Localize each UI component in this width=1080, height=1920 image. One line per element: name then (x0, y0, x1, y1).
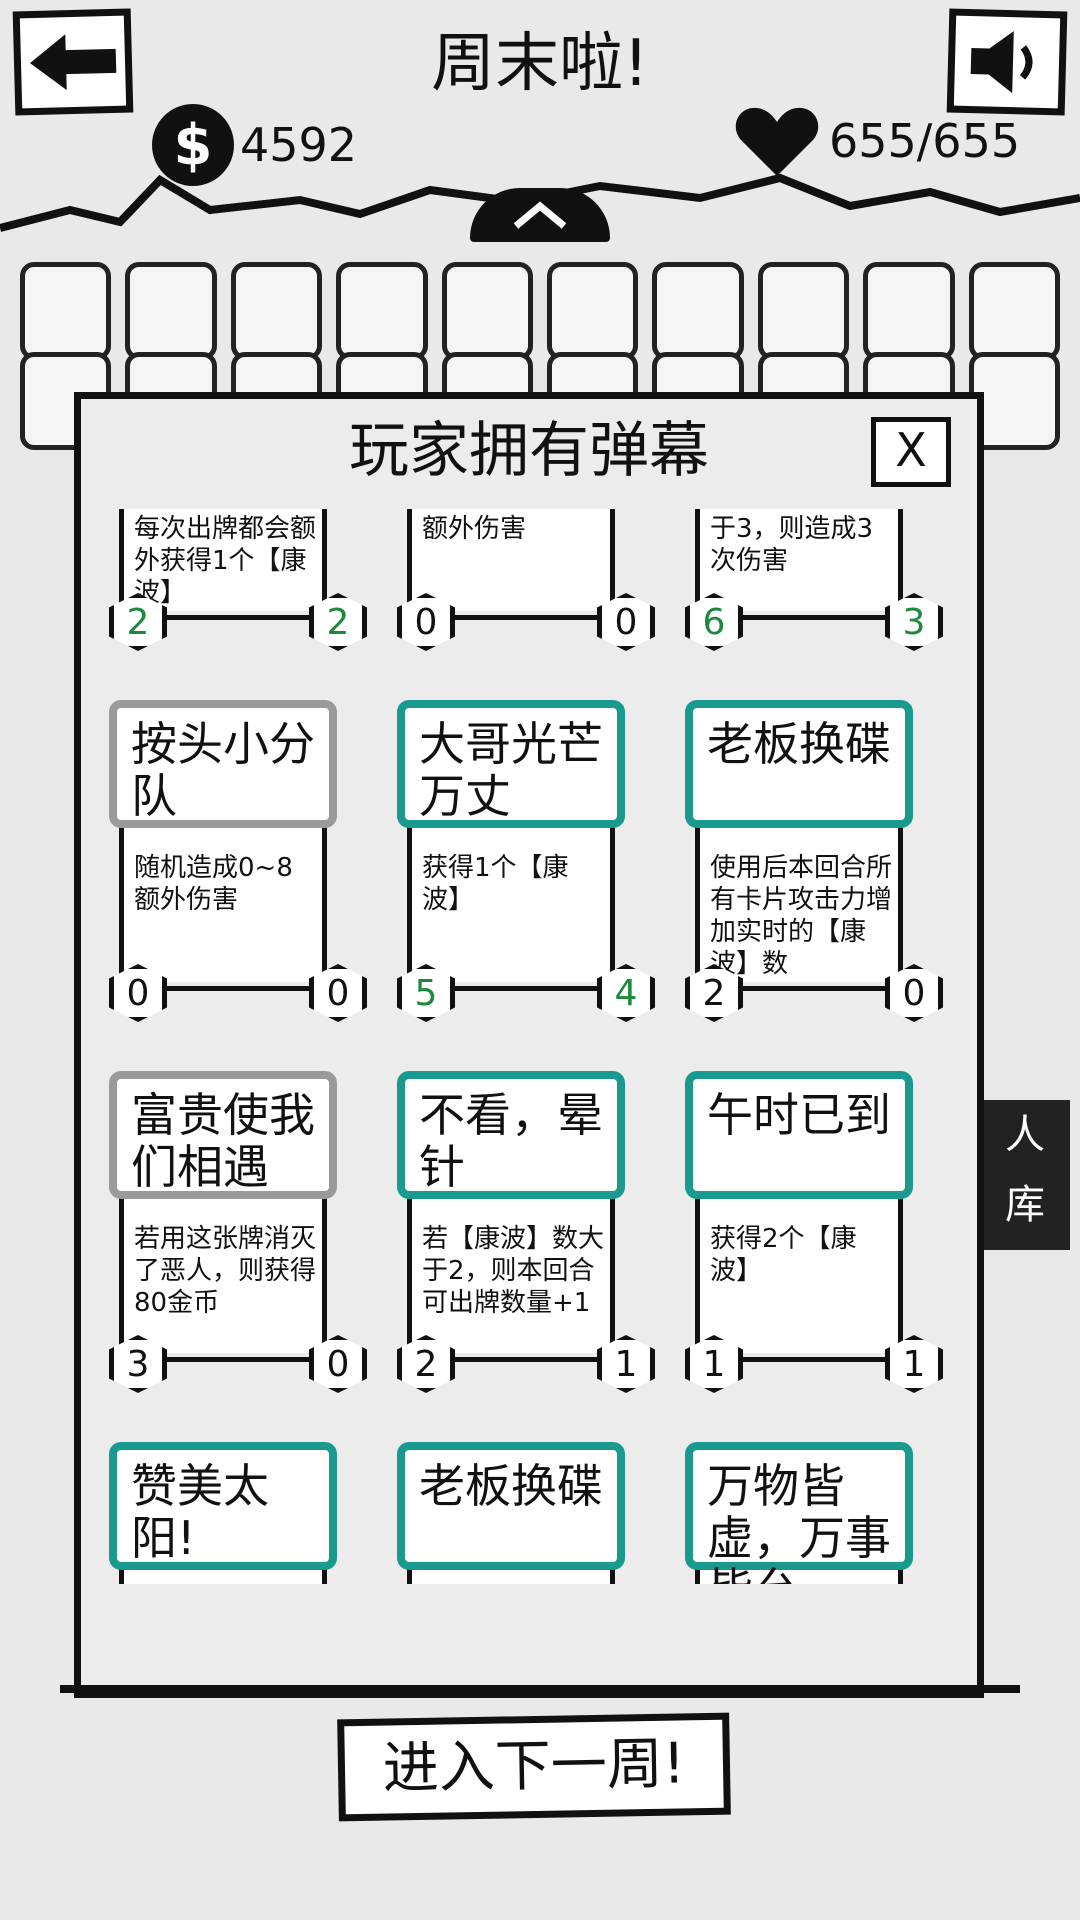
barrage-card[interactable]: 随机造成0~8额外伤害 0 0 (397, 509, 655, 666)
sound-button[interactable] (946, 8, 1068, 116)
card-title: 富贵使我们相遇 (109, 1071, 337, 1199)
card-description: 使用后本回合所有卡片攻击力增加实时的【康波】数 (407, 1566, 615, 1584)
card-description: 随机造成0~8额外伤害 (407, 509, 615, 611)
card-power-badge: 0 (309, 964, 367, 1022)
card-stat-bar (121, 986, 351, 991)
item-doodle (20, 262, 112, 360)
card-power-badge: 3 (885, 593, 943, 651)
card-grid: 使用后本场战斗每次出牌都会额外获得1个【康波】 2 2 随机造成0~8额外伤害 … (109, 509, 943, 1584)
speaker-icon (970, 31, 1033, 94)
barrage-card[interactable]: 随机造成0~8额外伤害 按头小分队 0 0 (109, 700, 367, 1037)
item-doodle (968, 262, 1061, 360)
item-doodle (441, 262, 534, 360)
item-doodle (125, 262, 217, 360)
mountain-divider (0, 173, 1080, 232)
card-description: 使用后本回合所有卡片攻击力增加实时的【康波】数 (695, 824, 903, 982)
card-scroll-area[interactable]: 使用后本场战斗每次出牌都会额外获得1个【康波】 2 2 随机造成0~8额外伤害 … (81, 509, 977, 1584)
card-title: 大哥光芒万丈 (397, 700, 625, 828)
card-cost-badge: 5 (397, 964, 455, 1022)
arrow-left-icon (30, 34, 117, 91)
card-cost-badge: 2 (685, 964, 743, 1022)
card-title: 老板换碟 (397, 1442, 625, 1570)
barrage-card[interactable]: 使用后本回合所有卡片攻击力增加实时的【康波】数 老板换碟 (397, 1442, 655, 1584)
card-description: 获得1个【康波】 (407, 824, 615, 982)
card-description: 若【康波】数大于2，则本回合可出牌数量+1 (407, 1195, 615, 1353)
card-power-badge: 0 (885, 964, 943, 1022)
card-title: 赞美太阳! (109, 1442, 337, 1570)
card-stat-bar (409, 1357, 639, 1362)
card-title: 按头小分队 (109, 700, 337, 828)
barrage-card[interactable]: 获得3个【康波】 赞美太阳! (109, 1442, 367, 1584)
dollar-coin-icon: $ (152, 104, 234, 186)
item-doodle (652, 262, 744, 360)
card-title: 万物皆虚，万事皆允 (685, 1442, 913, 1584)
item-doodle (230, 262, 323, 360)
card-description: 使用后本场战斗每回合开始时获得 (695, 1566, 903, 1584)
card-power-badge: 2 (309, 593, 367, 651)
side-library-label-2: 库 (1005, 1182, 1045, 1228)
barrage-card[interactable]: 获得2个【康波】 午时已到 1 1 (685, 1071, 943, 1408)
card-description: 若【康波】数大于3，则造成3次伤害 (695, 509, 903, 611)
card-cost-badge: 6 (685, 593, 743, 651)
card-cost-badge: 2 (109, 593, 167, 651)
next-week-button[interactable]: 进入下一周! (337, 1712, 731, 1822)
card-description: 若用这张牌消灭了恶人，则获得80金币 (119, 1195, 327, 1353)
card-stat-bar (121, 1357, 351, 1362)
card-power-badge: 0 (597, 593, 655, 651)
card-stat-bar (697, 1357, 927, 1362)
card-stat-bar (121, 615, 351, 620)
modal-title: 玩家拥有弹幕 (349, 416, 709, 486)
item-doodle (336, 262, 428, 360)
side-library-label-1: 人 (1005, 1112, 1045, 1158)
barrage-card[interactable]: 获得1个【康波】 大哥光芒万丈 5 4 (397, 700, 655, 1037)
collapse-tab[interactable] (470, 188, 610, 242)
page-title: 周末啦! (431, 27, 649, 101)
card-stat-bar (697, 615, 927, 620)
card-description: 获得2个【康波】 (695, 1195, 903, 1353)
card-description: 获得3个【康波】 (119, 1566, 327, 1584)
barrage-card[interactable]: 使用后本场战斗每次出牌都会额外获得1个【康波】 2 2 (109, 509, 367, 666)
barrage-card[interactable]: 若【康波】数大于2，则本回合可出牌数量+1 不看，晕针 2 1 (397, 1071, 655, 1408)
item-doodle-row (20, 262, 1061, 382)
barrage-card[interactable]: 若用这张牌消灭了恶人，则获得80金币 富贵使我们相遇 3 0 (109, 1071, 367, 1408)
owned-barrage-modal: 玩家拥有弹幕 X 使用后本场战斗每次出牌都会额外获得1个【康波】 2 2 随机造… (74, 392, 984, 1698)
card-title: 老板换碟 (685, 700, 913, 828)
card-cost-badge: 0 (397, 593, 455, 651)
hp-display: 655/655 (735, 104, 1020, 178)
item-doodle (757, 262, 850, 360)
card-power-badge: 4 (597, 964, 655, 1022)
bottom-divider (60, 1685, 1020, 1693)
money-value: 4592 (240, 118, 358, 172)
money-display: $ 4592 (152, 104, 357, 186)
card-description: 使用后本场战斗每次出牌都会额外获得1个【康波】 (119, 509, 327, 611)
hp-value: 655/655 (829, 114, 1021, 168)
item-doodle (863, 262, 955, 360)
barrage-card[interactable]: 使用后本回合所有卡片攻击力增加实时的【康波】数 老板换碟 2 0 (685, 700, 943, 1037)
heart-icon (735, 107, 819, 176)
item-doodle (547, 262, 639, 360)
card-stat-bar (697, 986, 927, 991)
card-stat-bar (409, 986, 639, 991)
card-cost-badge: 0 (109, 964, 167, 1022)
back-button[interactable] (12, 8, 134, 116)
close-button[interactable]: X (871, 417, 951, 487)
barrage-card[interactable]: 使用后本场战斗每回合开始时获得 万物皆虚，万事皆允 (685, 1442, 943, 1584)
card-title: 午时已到 (685, 1071, 913, 1199)
side-library-button[interactable]: 人 库 (980, 1100, 1070, 1250)
card-stat-bar (409, 615, 639, 620)
card-title: 不看，晕针 (397, 1071, 625, 1199)
chevron-up-icon (513, 201, 567, 229)
barrage-card[interactable]: 若【康波】数大于3，则造成3次伤害 6 3 (685, 509, 943, 666)
card-description: 随机造成0~8额外伤害 (119, 824, 327, 982)
